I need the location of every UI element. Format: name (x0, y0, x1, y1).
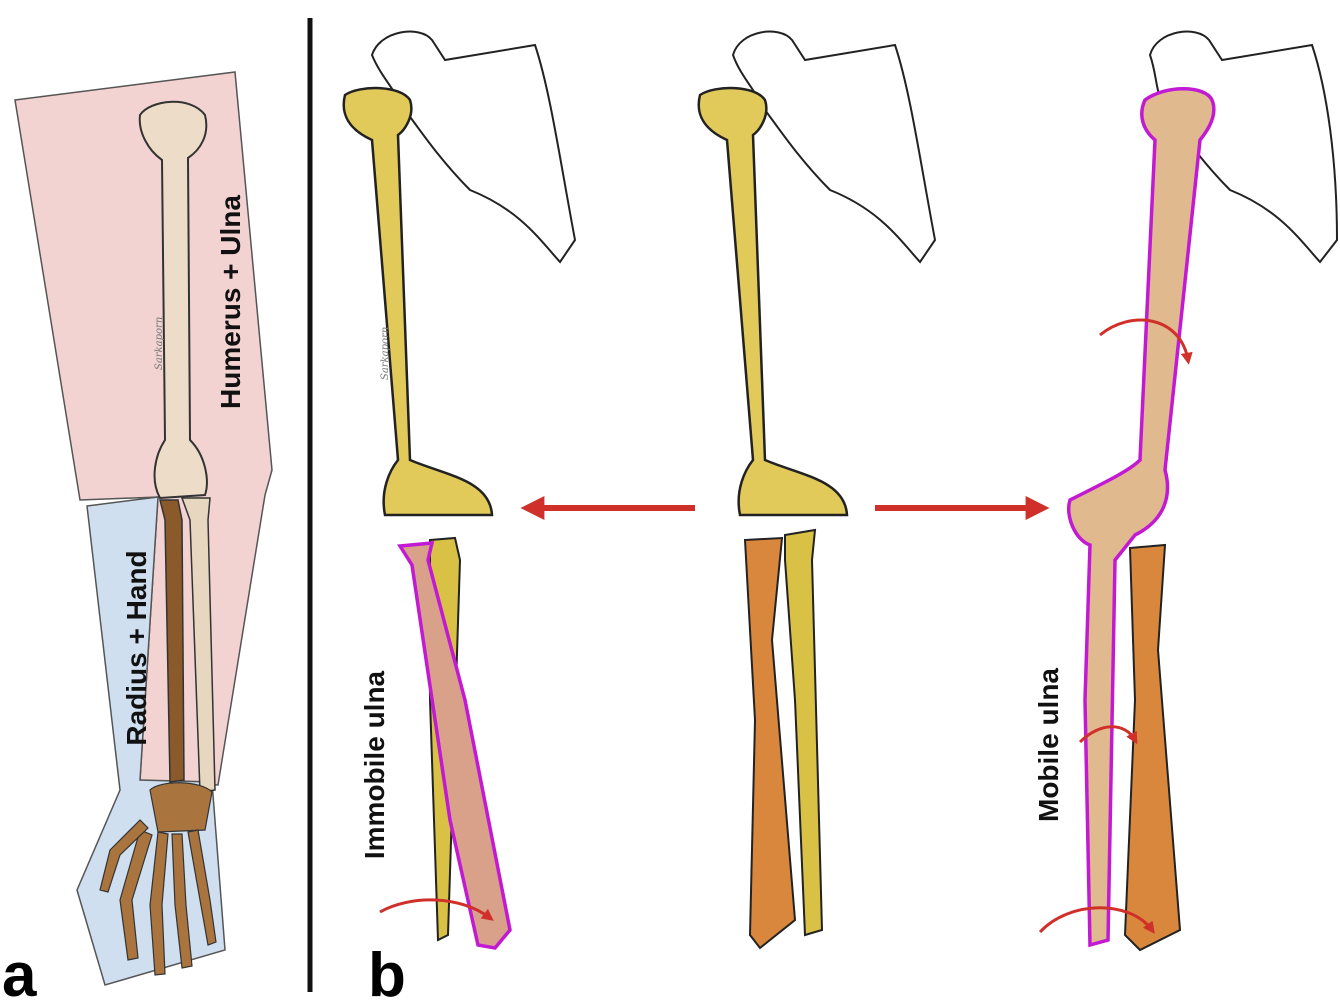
signature-b: Sarkaporn (380, 327, 391, 380)
radius-bone-middle (743, 536, 797, 950)
panel-b: Sarkaporn Immobile ulna Mobile ulna b (342, 30, 1339, 1003)
mobile-ulna-label: Mobile ulna (1033, 668, 1064, 822)
rotation-arrow-right-lower (1038, 906, 1155, 934)
ulna-bone-a (180, 497, 216, 793)
rotation-arrow-left (379, 898, 494, 921)
panel-a: Sarkaporn Humerus + Ulna Radius + Hand a (2, 71, 273, 1003)
highlighted-ulna-left (396, 541, 512, 950)
humerus-bone-middle (697, 86, 849, 517)
hand-bones-a (99, 782, 217, 976)
signature-a: Sarkaporn (154, 317, 165, 370)
panel-b-letter: b (368, 941, 406, 1003)
arm-mobile-ulna (1038, 30, 1339, 952)
radius-bone-a (159, 499, 185, 783)
rotation-arrow-right-middle (1078, 725, 1138, 745)
panel-a-letter: a (2, 941, 37, 1003)
arm-immobile-ulna: Sarkaporn (342, 30, 577, 950)
rotation-arrow-right-upper (1099, 318, 1193, 365)
radius-hand-label: Radius + Hand (121, 550, 152, 745)
humerus-bone-a (138, 100, 208, 500)
radius-bone-right (1123, 543, 1182, 952)
scapula-middle (731, 30, 937, 264)
immobile-ulna-label: Immobile ulna (359, 670, 390, 859)
highlighted-humerus-ulna-right (1067, 87, 1216, 948)
arm-neutral (697, 30, 937, 950)
humerus-bone-left (342, 86, 494, 517)
ulna-bone-middle (784, 528, 824, 937)
humerus-ulna-label: Humerus + Ulna (215, 195, 246, 409)
